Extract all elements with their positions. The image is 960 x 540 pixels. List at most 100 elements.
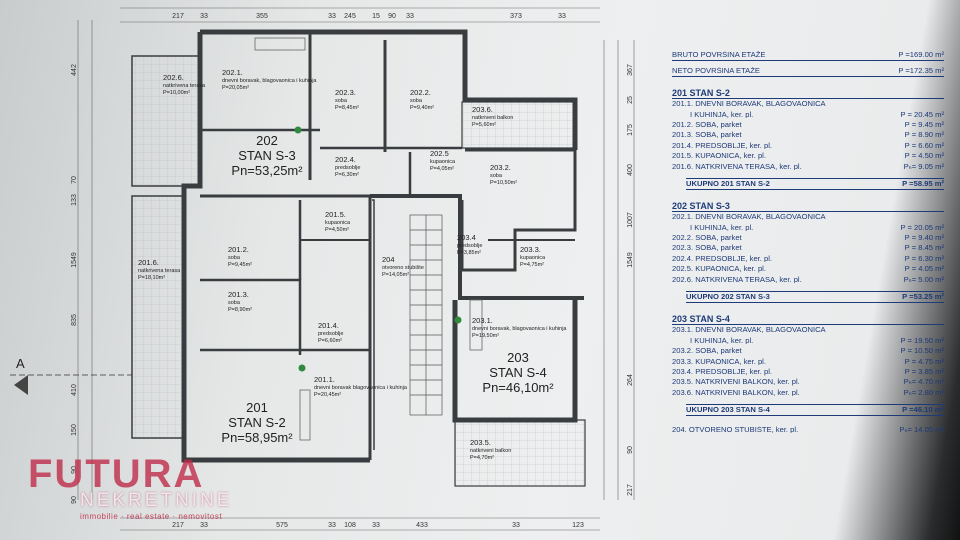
dimension-lines <box>77 7 635 531</box>
area-row-label: 203.4. PREDSOBLJE, ker. pl. <box>672 367 773 376</box>
area-row-value: P = 3.85 m² <box>904 366 944 376</box>
room-number: 202.6. <box>163 73 184 82</box>
area-schedule: BRUTO POVRŠINA ETAŽE P =169.00 m² NETO P… <box>672 50 944 435</box>
dimension-label: 150 <box>71 424 78 436</box>
watermark-line3: immobilie · real estate · nemovitost <box>80 512 223 521</box>
room-area: P=4,50m² <box>325 227 349 233</box>
room-area: P=4,05m² <box>430 166 454 172</box>
area-row: 201.4. PREDSOBLJE, ker. pl.P = 6.60 m² <box>672 140 944 150</box>
room-area: P=9,40m² <box>410 105 434 111</box>
dimension-label: 433 <box>416 522 428 529</box>
apartment-name: STAN S-2 <box>228 415 286 430</box>
room-area: P=20,05m² <box>222 85 249 91</box>
room-number: 203.6. <box>472 105 493 114</box>
room-area: P=19,50m² <box>472 333 499 339</box>
area-row-label: 202.3. SOBA, parket <box>672 244 742 253</box>
room-area: P=9,45m² <box>228 262 252 268</box>
apartment-name: STAN S-4 <box>489 365 547 380</box>
area-row-value: P = 10.50 m² <box>900 346 944 356</box>
area-row-label: 201.4. PREDSOBLJE, ker. pl. <box>672 141 773 150</box>
section-total-value: P =53.25 m² <box>902 292 944 302</box>
dimension-label: 90 <box>627 446 634 454</box>
area-row-value: P = 9.45 m² <box>904 119 944 129</box>
stair-row: 204. OTVORENO STUBIŠTE, ker. pl. Pₙ= 14.… <box>672 424 944 434</box>
section-total-value: P =58.95 m² <box>902 178 944 188</box>
room-area: P=4,75m² <box>520 262 544 268</box>
apartment-area: Pn=58,95m² <box>221 430 293 445</box>
area-row-value: P = 8.45 m² <box>904 243 944 253</box>
room-number: 201.6. <box>138 258 159 267</box>
room-number: 204 <box>382 255 395 264</box>
dimension-label: 15 <box>372 13 380 20</box>
area-row: 202.3. SOBA, parket P = 8.45 m² <box>672 243 944 253</box>
dimension-label: 108 <box>344 522 356 529</box>
area-row: 203.6. NATKRIVENI BALKON, ker. pl.Pₙ= 2.… <box>672 387 944 397</box>
area-row-label: 203.2. SOBA, parket <box>672 347 742 355</box>
dimension-label: 1549 <box>627 252 634 268</box>
room-name: dnevni boravak, blagovaonica i kuhinja <box>222 78 317 84</box>
dimension-label: 90 <box>71 496 78 504</box>
area-row-label: I KUHINJA, ker. pl. <box>690 223 754 232</box>
section-title: 201 STAN S-2 <box>672 85 944 99</box>
area-row: I KUHINJA, ker. pl.P = 20.05 m² <box>672 222 944 232</box>
area-row-value: P = 8.90 m² <box>904 130 944 140</box>
section-total-label: UKUPNO 201 STAN S-2 <box>686 179 770 188</box>
room-number: 202.3. <box>335 88 356 97</box>
dimension-label: 25 <box>627 96 634 104</box>
room-area: P=14,05m² <box>382 272 409 278</box>
green-marker <box>298 364 306 372</box>
dimension-label: 33 <box>328 522 336 529</box>
area-row: I KUHINJA, ker. pl.P = 20.45 m² <box>672 109 944 119</box>
room-area: P=10,50m² <box>490 180 517 186</box>
gross-area-label: BRUTO POVRŠINA ETAŽE <box>672 51 766 59</box>
section-label: A <box>16 356 25 371</box>
area-row-value: P = 4.75 m² <box>904 356 944 366</box>
area-row-label: 203.5. NATKRIVENI BALKON, ker. pl. <box>672 378 800 386</box>
room-name: dnevni boravak blagovaonica i kuhinja <box>314 385 408 391</box>
dimension-label: 33 <box>558 13 566 20</box>
room-name: soba <box>335 98 348 104</box>
dimension-label: 33 <box>512 522 520 529</box>
area-row: 203.4. PREDSOBLJE, ker. pl. P = 3.85 m² <box>672 367 944 377</box>
room-area: P=20,45m² <box>314 392 341 398</box>
room-name: predsoblje <box>318 331 343 337</box>
room-number: 201.2. <box>228 245 249 254</box>
section-total-value: P =46.10 m² <box>902 405 944 415</box>
room-name: natkrivena terasa <box>138 268 181 274</box>
agency-watermark: FUTURA NEKRETNINE immobilie · real estat… <box>28 452 258 524</box>
room-number: 201.1. <box>314 375 335 384</box>
area-row-label: 201.1. DNEVNI BORAVAK, BLAGOVAONICA <box>672 100 826 108</box>
room-name: kupaonica <box>430 159 456 165</box>
room-name: otvoreno stubište <box>382 265 424 271</box>
area-row: 201.6. NATKRIVENA TERASA, ker. pl.Pₙ= 9.… <box>672 161 944 171</box>
room-label-r2011: 201.1.dnevni boravak blagovaonica i kuhi… <box>314 375 408 398</box>
dimension-label: 400 <box>627 164 634 176</box>
terraces <box>131 55 586 487</box>
area-row: 202.1. DNEVNI BORAVAK, BLAGOVAONICA <box>672 212 944 222</box>
room-label-r2021: 202.1.dnevni boravak, blagovaonica i kuh… <box>222 68 317 91</box>
room-name: soba <box>228 300 241 306</box>
area-row-label: 202.6. NATKRIVENA TERASA, ker. pl. <box>672 275 802 284</box>
dimension-label: 217 <box>172 13 184 20</box>
green-marker <box>454 316 462 324</box>
area-row-label: 202.4. PREDSOBLJE, ker. pl. <box>672 254 773 263</box>
dimension-label: 367 <box>627 64 634 76</box>
dimension-label: 123 <box>572 522 584 529</box>
room-name: natkrivena terasa <box>163 83 206 89</box>
